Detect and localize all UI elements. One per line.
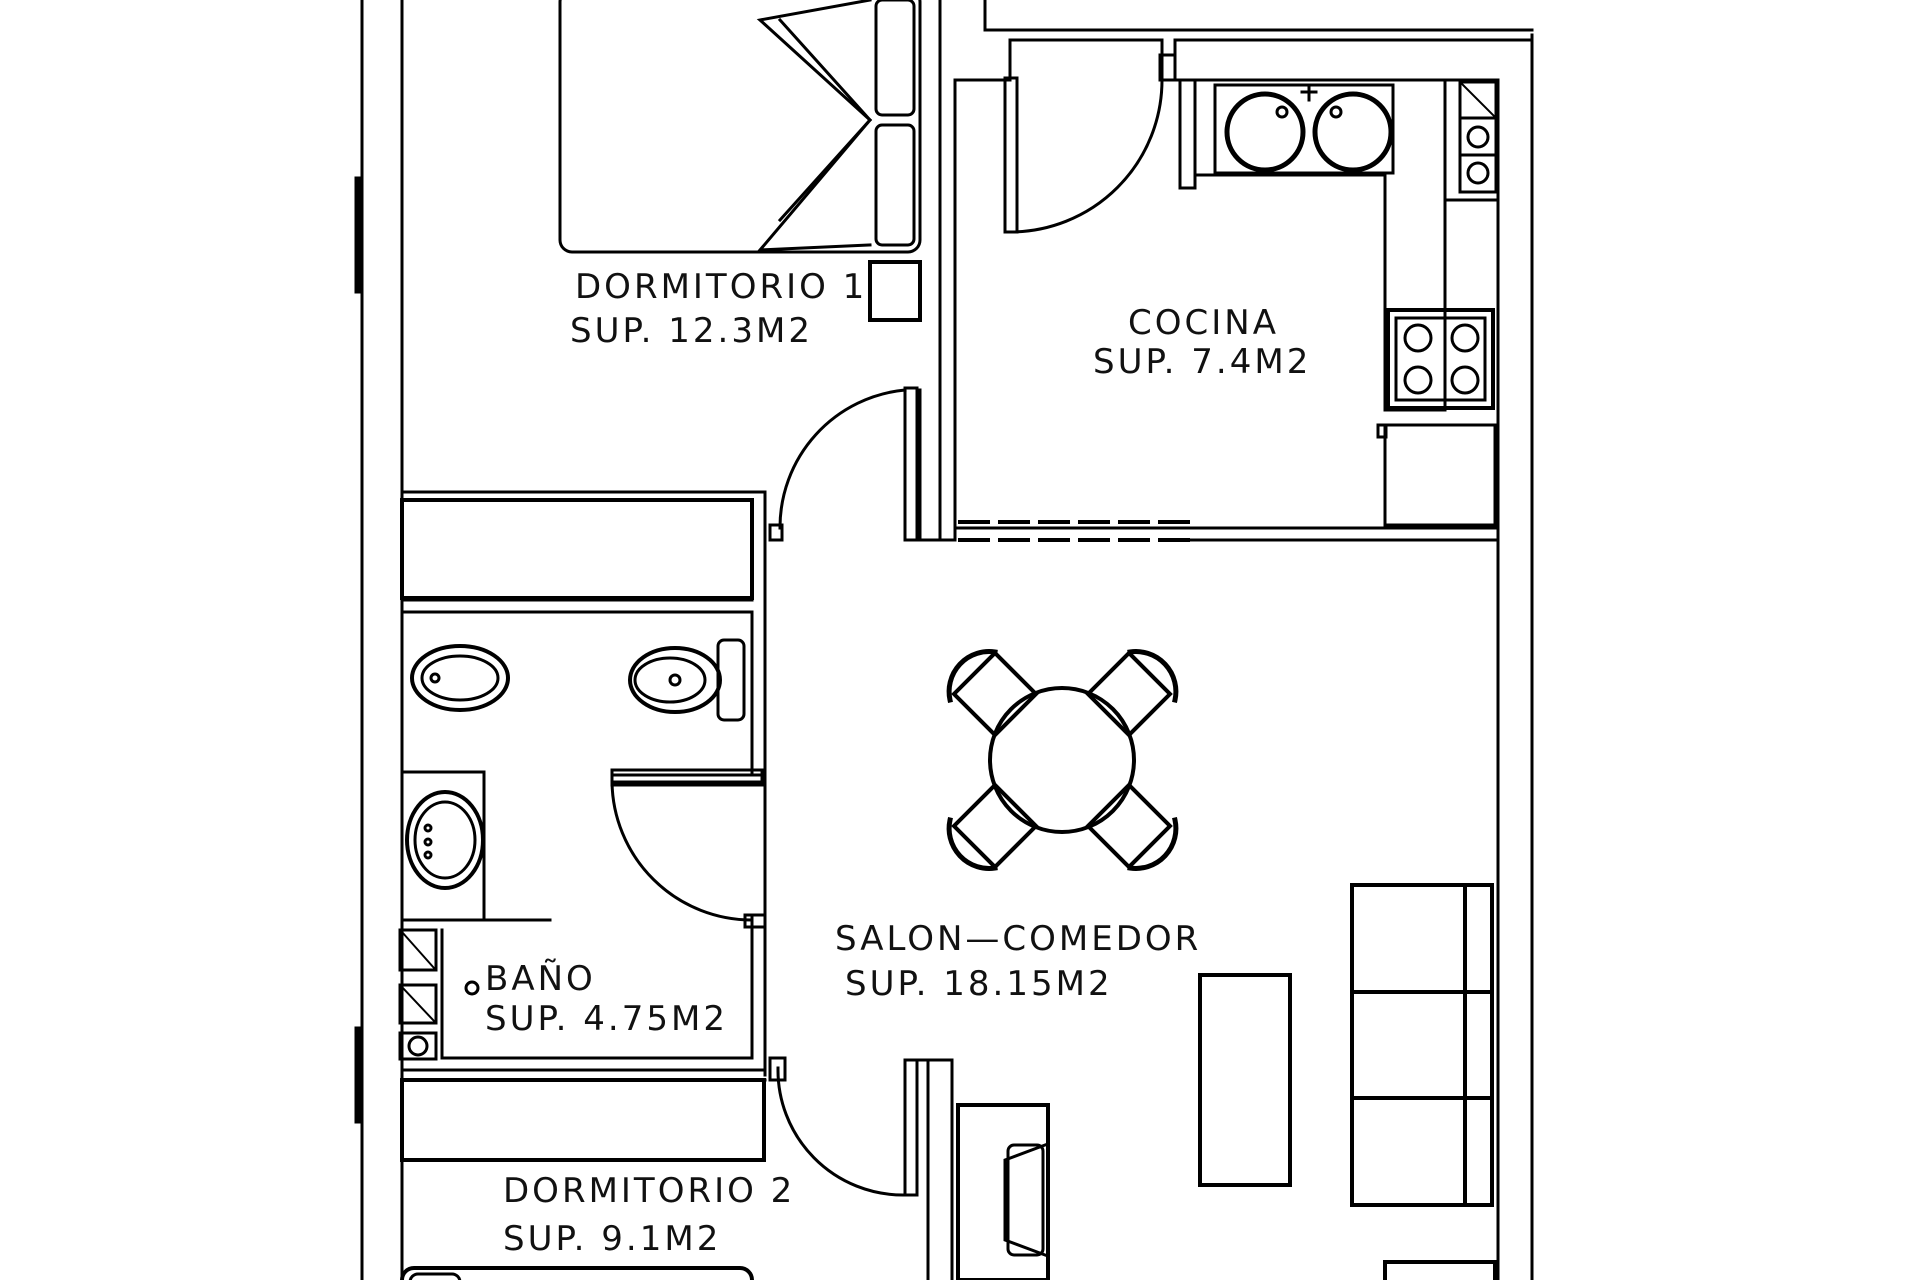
room-name: COCINA [1128,303,1279,343]
coffee-table [1198,973,1292,1187]
room-label-salon-comedor: SALON—COMEDOR SUP. 18.15M2 [835,919,1201,1004]
room-label-cocina: COCINA SUP. 7.4M2 [1093,303,1311,382]
dining-chair [946,649,1039,738]
room-label-dormitorio-2: DORMITORIO 2 SUP. 9.1M2 [503,1171,795,1259]
exterior-walls [354,0,1534,1280]
room-label-dormitorio-1: DORMITORIO 1 SUP. 12.3M2 [570,267,867,351]
double-bed [558,0,922,254]
door-bano [610,768,767,929]
dining-chair [1085,649,1179,738]
room-area: SUP. 7.4M2 [1093,342,1311,382]
room-name: DORMITORIO 1 [575,267,867,307]
door-cocina [1003,53,1177,234]
side-cabinet [1383,1260,1497,1280]
bidet [410,644,510,712]
room-area: SUP. 9.1M2 [503,1219,721,1259]
stove-cooktop [1386,308,1495,410]
floor-drain [464,980,480,996]
tv-unit [956,1103,1050,1280]
dining-chair [946,782,1039,871]
appliance-unit [1458,80,1498,194]
room-label-bano: BAÑO SUP. 4.75M2 [485,959,728,1039]
room-name: DORMITORIO 2 [503,1171,795,1211]
toilet [628,638,746,722]
room-area: SUP. 18.15M2 [845,964,1113,1004]
kitchen-pass-through [958,520,1192,542]
room-name: BAÑO [485,959,596,999]
dining-chair [1085,782,1179,871]
interior-walls [400,0,1534,1280]
room-name: SALON—COMEDOR [835,919,1201,959]
door-dormitorio-2 [768,1056,919,1197]
kitchen-counter [1178,78,1500,412]
closet-dormitorio-1 [400,498,754,600]
sofa [1350,883,1494,1207]
nightstand [868,260,922,322]
kitchen-cabinet [1376,423,1497,527]
dining-table [946,649,1179,871]
doors [610,53,1177,1197]
door-dormitorio-1 [768,386,919,542]
room-area: SUP. 4.75M2 [485,999,728,1039]
washbasin [400,770,486,922]
double-sink [1213,83,1395,175]
water-heater-panel [398,928,438,1061]
single-bed [400,1266,754,1280]
closet-dormitorio-2 [400,1078,766,1162]
room-area: SUP. 12.3M2 [570,311,813,351]
